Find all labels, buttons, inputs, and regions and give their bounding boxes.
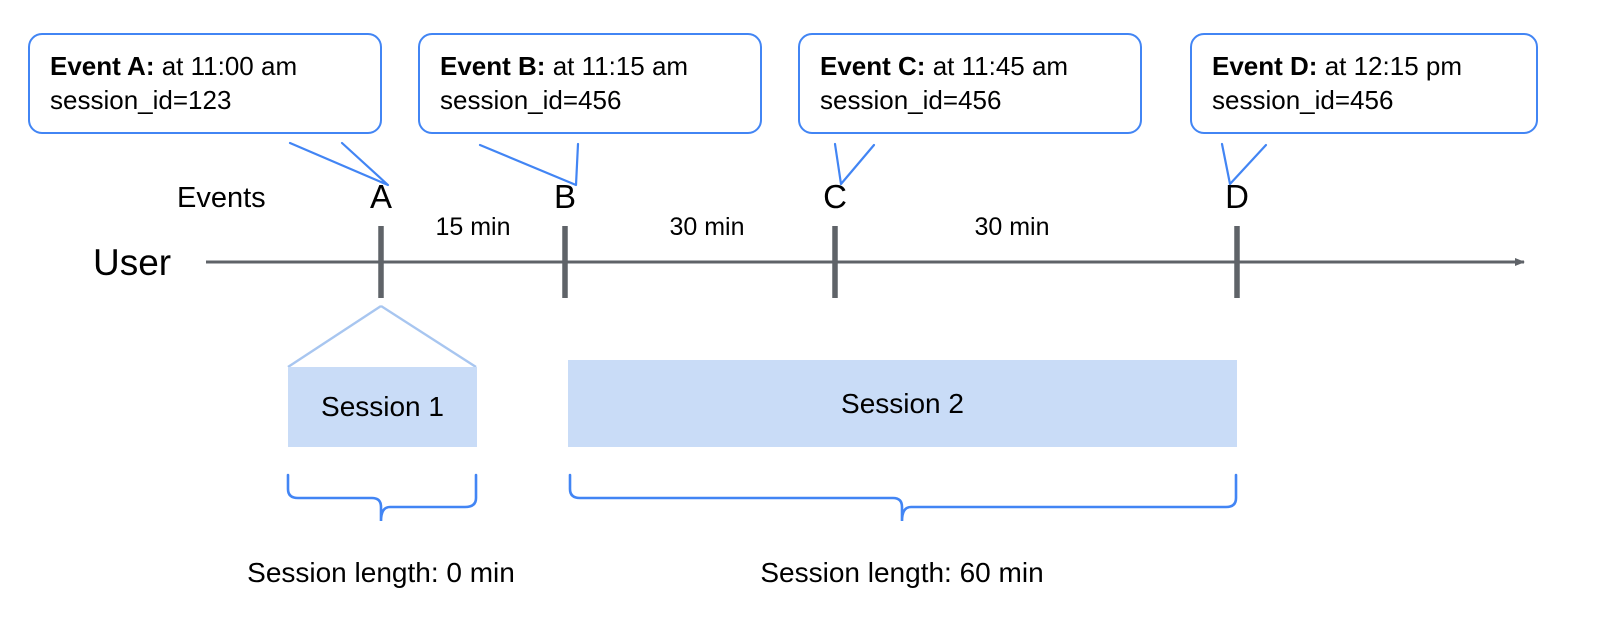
callout-c-bold: Event C: (820, 51, 926, 81)
gap-label-b-c: 30 min (669, 213, 745, 241)
session-length-caption-1: Session length: 0 min (247, 557, 515, 588)
callout-event-a[interactable]: Event A: at 11:00 am session_id=123 (28, 33, 382, 134)
callout-d-line2: session_id=456 (1212, 85, 1394, 116)
event-letter-a: A (369, 178, 393, 215)
session1-connector (287, 304, 477, 369)
events-row-label: Events (177, 182, 266, 214)
gap-label-a-b: 15 min (435, 213, 511, 241)
callout-a-bold: Event A: (50, 51, 155, 81)
callout-tail-c (833, 142, 876, 186)
session1-brace (286, 473, 478, 522)
session-bar-1[interactable]: Session 1 (288, 367, 477, 447)
callout-b-line2: session_id=456 (440, 85, 622, 116)
callout-b-bold: Event B: (440, 51, 546, 81)
gap-label-c-d: 30 min (974, 213, 1050, 241)
callout-event-d[interactable]: Event D: at 12:15 pm session_id=456 (1190, 33, 1538, 134)
callout-c-line2: session_id=456 (820, 85, 1002, 116)
session-length-caption-2: Session length: 60 min (760, 557, 1044, 588)
callout-c-rest: at 11:45 am (925, 51, 1069, 81)
callout-tail-b (478, 142, 580, 187)
callout-event-c[interactable]: Event C: at 11:45 am session_id=456 (798, 33, 1142, 134)
event-letter-b: B (553, 178, 577, 215)
callout-event-b[interactable]: Event B: at 11:15 am session_id=456 (418, 33, 762, 134)
user-actor-label: User (93, 242, 172, 283)
event-letter-d: D (1225, 178, 1249, 215)
callout-a-line2: session_id=123 (50, 85, 232, 116)
session-bar-1-label: Session 1 (321, 391, 444, 422)
session-bar-2[interactable]: Session 2 (568, 360, 1237, 447)
event-letter-c: C (823, 178, 847, 215)
session2-brace (568, 473, 1238, 522)
callout-a-rest: at 11:00 am (154, 51, 298, 81)
callout-b-rest: at 11:15 am (545, 51, 689, 81)
callout-d-bold: Event D: (1212, 51, 1318, 81)
callout-tail-d (1220, 142, 1268, 186)
callout-tail-a (288, 141, 390, 187)
session-bar-2-label: Session 2 (841, 387, 964, 419)
callout-d-rest: at 12:15 pm (1317, 51, 1463, 81)
